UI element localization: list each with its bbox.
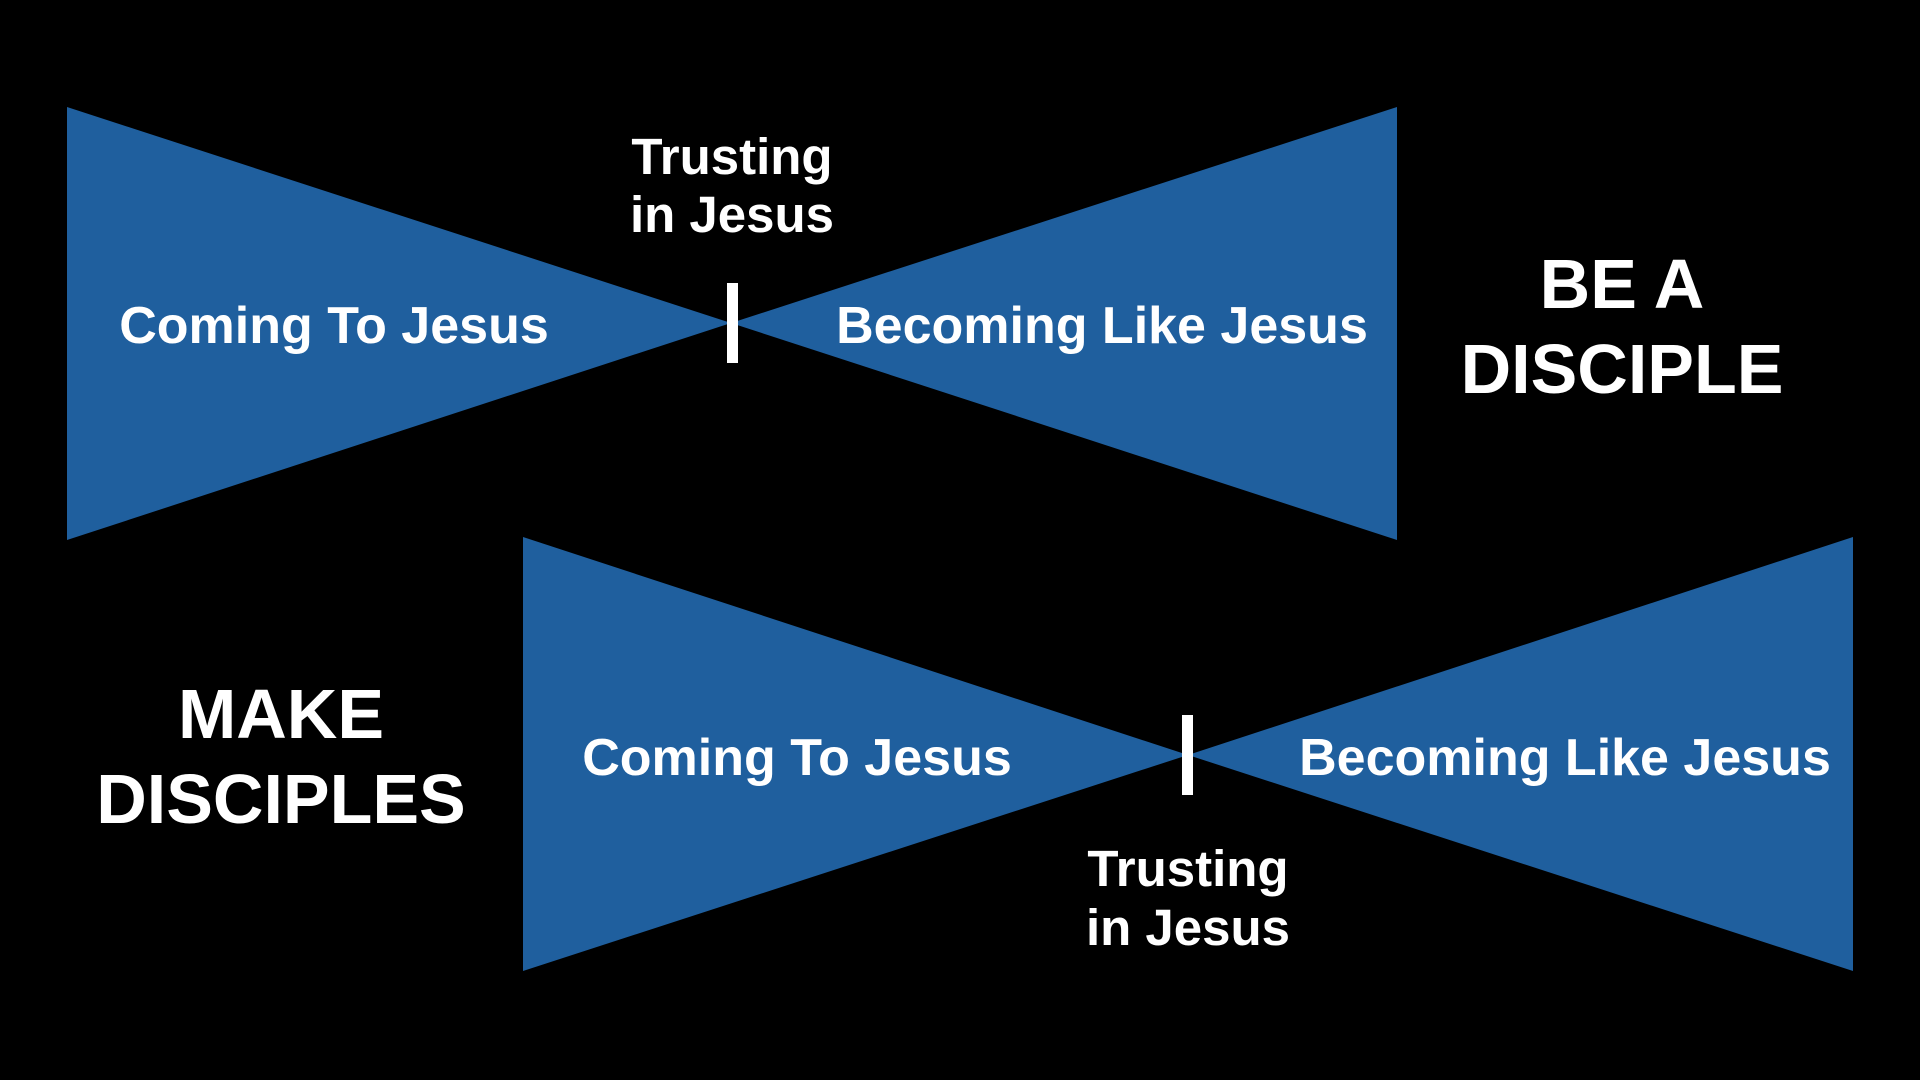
top-trusting-label: Trusting — [631, 128, 832, 185]
disciple-label: DISCIPLE — [1461, 330, 1784, 408]
disciples-label: DISCIPLES — [96, 760, 466, 838]
make-disciples-heading: MAKE DISCIPLES — [96, 675, 466, 838]
bottom-becoming-like-jesus-label: Becoming Like Jesus — [1299, 729, 1831, 787]
bottom-coming-to-jesus-label: Coming To Jesus — [582, 729, 1012, 787]
top-coming-to-jesus-label: Coming To Jesus — [119, 297, 549, 355]
bottom-pivot-marker — [1182, 715, 1193, 795]
top-right-triangle — [731, 107, 1397, 540]
make-label: MAKE — [178, 675, 384, 753]
bottom-bowtie: Coming To Jesus Becoming Like Jesus Trus… — [523, 537, 1853, 971]
top-in-jesus-label: in Jesus — [630, 186, 834, 243]
bottom-trusting-label: Trusting — [1087, 840, 1288, 897]
top-becoming-like-jesus-label: Becoming Like Jesus — [836, 297, 1368, 355]
bottom-in-jesus-label: in Jesus — [1086, 899, 1290, 956]
bottom-left-triangle — [523, 537, 1188, 971]
be-a-label: BE A — [1540, 245, 1705, 323]
top-left-triangle — [67, 107, 731, 540]
bottom-right-triangle — [1188, 537, 1853, 971]
be-a-disciple-heading: BE A DISCIPLE — [1461, 245, 1784, 408]
top-bowtie: Coming To Jesus Becoming Like Jesus Trus… — [67, 107, 1397, 540]
top-pivot-marker — [727, 283, 738, 363]
